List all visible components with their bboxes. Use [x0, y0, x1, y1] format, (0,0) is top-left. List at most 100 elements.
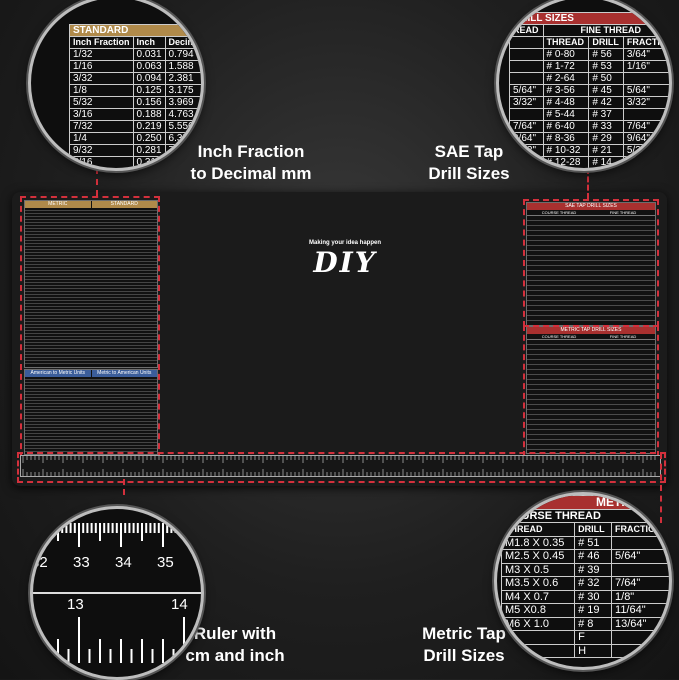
mini-row [25, 307, 157, 310]
mini-row [527, 370, 655, 375]
mini-row [25, 422, 157, 425]
mini-row [25, 289, 157, 292]
mini-row [527, 221, 655, 226]
sae-cell: # 29 [588, 132, 624, 145]
standard-cell: 7/32 [69, 120, 134, 133]
mini-row [527, 291, 655, 296]
sae-fine-label: FINE THREAD [591, 210, 655, 216]
tagline: Making your idea happen [308, 240, 381, 246]
diy-logo: DIY [313, 246, 377, 279]
callout-sae-line-1: SAE Tap [434, 142, 504, 161]
metric-mat-panel: METRIC TAP DRILL SIZES COURSE THREAD FIN… [526, 326, 656, 454]
standard-cell: 1.588 [164, 60, 201, 73]
metric-fine-label: FINE THREAD [591, 334, 655, 340]
connector-ruler [123, 479, 125, 495]
units-panel: American to Metric Units Metric to Ameri… [24, 369, 158, 455]
standard-cell: 0.281 [132, 144, 166, 157]
metric-cell: 1/8" [611, 589, 669, 604]
cm-label: 34 [115, 554, 132, 571]
metric-cell: M6 X 1.0 [500, 616, 576, 631]
mini-row [25, 286, 157, 289]
mini-row [25, 319, 157, 322]
mini-row [527, 350, 655, 355]
sae-cell [509, 72, 544, 85]
metric-subtitle: COURSE THREAD [501, 508, 669, 523]
metric-cell: # 46 [574, 549, 613, 564]
sae-mat-rows [527, 216, 655, 321]
connector-inch [96, 168, 98, 196]
mini-row [25, 358, 157, 361]
units-rows [25, 377, 157, 452]
sae-cell: # 5-44 [542, 108, 590, 121]
mini-row [25, 217, 157, 220]
mini-row [25, 313, 157, 316]
mini-row [25, 295, 157, 298]
mini-row [25, 349, 157, 352]
metric-cell [611, 630, 669, 645]
mini-row [25, 383, 157, 386]
sae-cell: # 3-56 [542, 84, 590, 97]
sae-mat-title: SAE TAP DRILL SIZES [527, 203, 655, 210]
mini-row [527, 360, 655, 365]
metric-cell: 5/64" [611, 549, 669, 564]
metric-cell: # 30 [574, 589, 613, 604]
american-to-metric-header: American to Metric Units [25, 370, 91, 377]
mini-row [527, 281, 655, 286]
standard-header: STANDARD [91, 201, 157, 208]
mini-row [527, 276, 655, 281]
highlight-ruler [17, 452, 666, 483]
sae-mat-panel: SAE TAP DRILL SIZES COURSE THREAD FINE T… [526, 202, 656, 326]
mini-row [25, 398, 157, 401]
mini-row [25, 392, 157, 395]
callout-inch-line-1: Inch Fraction [197, 142, 305, 161]
standard-cell: 0.094 [132, 72, 166, 85]
mini-row [527, 231, 655, 236]
connector-sae [587, 168, 589, 199]
metric-mat-title: METRIC TAP DRILL SIZES [527, 327, 655, 334]
standard-cell: 0.125 [132, 84, 166, 97]
metric-cell: M4 X 0.7 [500, 589, 576, 604]
mini-row [25, 259, 157, 262]
mini-row [25, 425, 157, 428]
mini-row [25, 431, 157, 434]
mini-row [25, 328, 157, 331]
standard-cell: 0.344 [133, 169, 165, 172]
mini-row [25, 235, 157, 238]
mini-row [527, 375, 655, 380]
mini-row [527, 420, 655, 425]
sae-cell: 5/64" [509, 84, 544, 97]
metric-cell: # 39 [574, 562, 613, 577]
metric-course-label: COURSE THREAD [527, 334, 591, 340]
sae-cell: 3/16" [622, 156, 669, 168]
sae-row: # 5-44# 37 [509, 108, 669, 121]
sae-column-header: DRILL [588, 36, 624, 49]
mini-row [25, 277, 157, 280]
mini-row [25, 238, 157, 241]
mini-row [25, 280, 157, 283]
sae-cell: 3/64" [622, 48, 669, 61]
standard-cell: 5/16 [69, 156, 134, 168]
sae-cell: # 33 [588, 120, 624, 133]
mini-row [527, 445, 655, 450]
metric-cell: # 32 [574, 576, 613, 591]
mini-row [25, 413, 157, 416]
sae-cell: # 1-72 [542, 60, 590, 73]
cm-label: 35 [157, 554, 174, 571]
mini-row [25, 410, 157, 413]
sae-row: 1/4"-28# 3 [510, 169, 673, 172]
mini-row [25, 389, 157, 392]
mini-row [25, 256, 157, 259]
metric-row: H [500, 643, 669, 658]
